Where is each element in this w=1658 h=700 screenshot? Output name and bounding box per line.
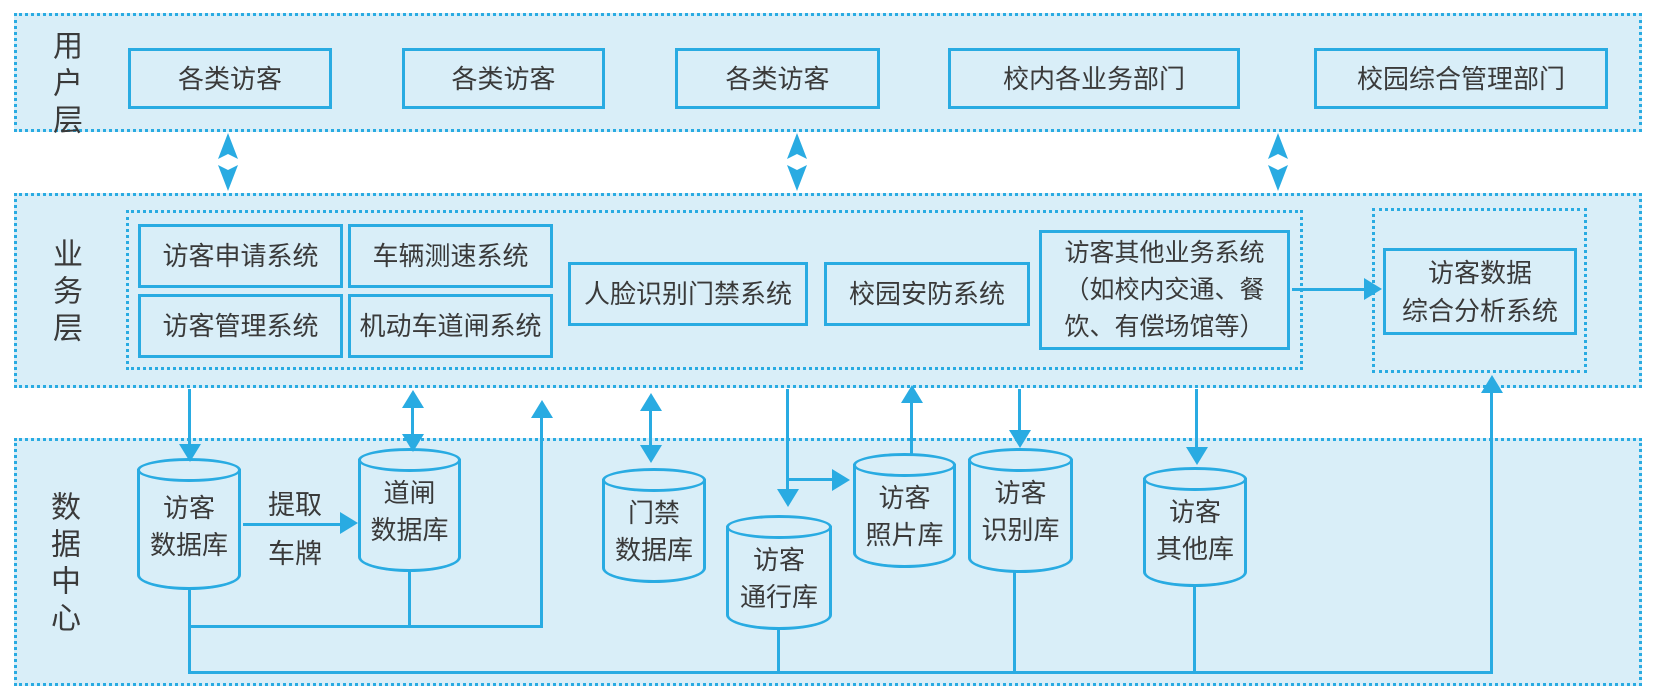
cylinder-body (853, 464, 956, 568)
visitor-other-database-cylinder: 访客其他库 (1143, 467, 1247, 587)
branch-to-photo-db-line (786, 478, 832, 481)
user-box-management-department-label: 校园综合管理部门 (1356, 63, 1565, 94)
cylinder-body (137, 469, 241, 590)
cylinder-top-ellipse (1143, 467, 1247, 491)
other-business-line-1: 访客其他业务系统 (1064, 238, 1265, 267)
arrow-access-db-line (649, 407, 652, 447)
other-to-analysis-arrow-head (1364, 278, 1382, 300)
gate-db-stem-line (408, 570, 411, 628)
vehicle-speed-system-label: 车辆测速系统 (372, 241, 529, 271)
face-recognition-access-system-box: 人脸识别门禁系统 (568, 262, 808, 326)
cylinder-top-ellipse (602, 468, 706, 492)
arrow-business-to-visitor-db-line (188, 389, 191, 448)
visitor-database-cylinder: 访客数据库 (137, 458, 241, 590)
visitor-db-stem-line (188, 588, 191, 674)
user-box-visitors-3: 各类访客 (675, 48, 880, 109)
user-box-visitors-2: 各类访客 (402, 48, 605, 109)
user-business-double-arrow-1 (215, 133, 241, 191)
visitor-photo-database-cylinder: 访客照片库 (853, 453, 956, 568)
visitor-recognition-database-cylinder: 访客识别库 (968, 448, 1073, 573)
user-box-visitors-2-label: 各类访客 (451, 63, 556, 94)
arrow-business-to-visitor-db-head (179, 444, 201, 462)
arrow-photo-db-up-head (901, 385, 923, 403)
cylinder-top-ellipse (726, 515, 832, 539)
visitor-other-business-system-box: 访客其他业务系统 （如校内交通、餐 饮、有偿场馆等） (1039, 230, 1290, 350)
access-control-database-label: 门禁数据库 (614, 498, 693, 565)
cylinder-body (602, 479, 706, 583)
vehicle-speed-system-box: 车辆测速系统 (348, 224, 553, 288)
other-business-line-2: （如校内交通、餐 (1064, 275, 1265, 304)
arrow-business-to-recognition-db-line (1018, 389, 1021, 431)
extract-plate-label-line-1: 提取 (268, 490, 322, 520)
user-layer-label: 用户层 (48, 30, 81, 141)
campus-security-system-label: 校园安防系统 (848, 279, 1005, 309)
cylinder-body (358, 459, 461, 572)
analysis-box-line-1: 访客数据 (1427, 257, 1532, 288)
user-box-visitors-1-label: 各类访客 (177, 63, 282, 94)
recognition-db-stem-line (1013, 571, 1016, 674)
connector-line-lower (188, 671, 1493, 674)
user-business-double-arrow-2 (784, 133, 810, 191)
arrow-business-to-other-db-line (1195, 389, 1198, 448)
campus-security-system-box: 校园安防系统 (824, 262, 1030, 326)
visitor-management-system-box: 访客管理系统 (138, 294, 343, 358)
user-box-visitors-3-label: 各类访客 (725, 63, 830, 94)
arrow-gate-db-down-head (402, 434, 424, 452)
arrow-photo-db-up-line (910, 399, 913, 455)
arrow-gate-db-up-head (402, 390, 424, 408)
connector-line-upper (188, 625, 543, 628)
visitor-database-label: 访客数据库 (149, 493, 228, 560)
vehicle-gate-system-label: 机动车道闸系统 (359, 311, 542, 341)
visitor-recognition-database-label: 访客识别库 (981, 478, 1060, 545)
user-box-campus-departments: 校内各业务部门 (948, 48, 1240, 109)
visitor-photo-database-label: 访客照片库 (865, 483, 944, 550)
arrow-data-to-analysis-up-head (1481, 375, 1503, 393)
arrow-business-to-recognition-db-head (1009, 430, 1031, 448)
cylinder-body (968, 459, 1073, 573)
user-box-visitors-1: 各类访客 (128, 48, 332, 109)
visitor-data-analysis-system-box: 访客数据 综合分析系统 (1383, 248, 1577, 335)
user-box-management-department: 校园综合管理部门 (1314, 48, 1608, 109)
cylinder-body (726, 526, 832, 630)
user-box-campus-departments-label: 校内各业务部门 (1002, 63, 1185, 94)
cylinder-top-ellipse (853, 453, 956, 477)
arrow-data-to-business-up-line-1 (540, 414, 543, 627)
arrow-business-to-pass-db-line (786, 389, 789, 490)
arrow-business-to-pass-db-head (777, 489, 799, 507)
other-to-analysis-arrow-line (1292, 288, 1368, 291)
face-recognition-access-system-label: 人脸识别门禁系统 (583, 279, 792, 309)
visitor-pass-database-cylinder: 访客通行库 (726, 515, 832, 630)
arrow-business-to-other-db-head (1186, 447, 1208, 465)
cylinder-body (1143, 478, 1247, 587)
gate-database-cylinder: 道闸数据库 (358, 448, 461, 572)
arrow-data-to-analysis-riser-line (1490, 389, 1493, 674)
data-center-label: 数据中心 (46, 491, 79, 639)
cylinder-top-ellipse (968, 448, 1073, 472)
visitor-other-database-label: 访客其他库 (1155, 497, 1234, 564)
visitor-management-system-label: 访客管理系统 (162, 311, 319, 341)
gate-database-label: 道闸数据库 (370, 478, 449, 545)
user-business-double-arrow-3 (1265, 133, 1291, 191)
access-control-database-cylinder: 门禁数据库 (602, 468, 706, 583)
pass-db-stem-line (777, 628, 780, 674)
extract-plate-label-line-2: 车牌 (268, 539, 322, 569)
vehicle-gate-system-box: 机动车道闸系统 (348, 294, 553, 358)
arrow-gate-db-line (411, 404, 414, 438)
arrow-access-db-up-head (640, 393, 662, 411)
other-business-line-3: 饮、有偿场馆等） (1064, 312, 1265, 341)
visitor-pass-database-label: 访客通行库 (739, 545, 818, 612)
extract-plate-arrow-line (243, 523, 343, 526)
arrow-data-to-business-up-head-1 (531, 400, 553, 418)
visitor-application-system-label: 访客申请系统 (162, 241, 319, 271)
extract-plate-arrow-head (340, 512, 358, 534)
other-db-stem-line (1193, 585, 1196, 674)
business-layer-label: 业务层 (48, 238, 81, 349)
arrow-access-db-down-head (640, 445, 662, 463)
branch-to-photo-db-head (832, 469, 850, 491)
analysis-box-line-2: 综合分析系统 (1401, 295, 1558, 326)
visitor-application-system-box: 访客申请系统 (138, 224, 343, 288)
